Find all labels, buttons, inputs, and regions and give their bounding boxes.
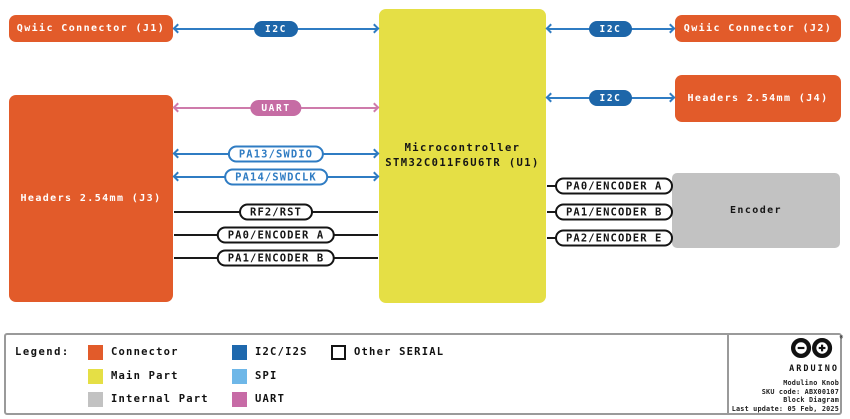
internal-part-color-swatch bbox=[88, 392, 103, 407]
legend-item-spi: SPI bbox=[232, 369, 278, 384]
bus-pill-i2c: I2C bbox=[588, 90, 633, 106]
connection-j3-encoder-a: PA0/ENCODER A bbox=[173, 225, 379, 245]
i2c-color-swatch bbox=[232, 345, 247, 360]
legend-item-label: Main Part bbox=[111, 370, 179, 382]
sku-code: SKU code: ABX00107 bbox=[761, 387, 839, 396]
bus-pill-uart: UART bbox=[250, 100, 302, 116]
connection-encoder-b: PA1/ENCODER B bbox=[546, 202, 674, 222]
block-encoder: Encoder bbox=[672, 173, 840, 248]
arduino-logo-icon: ® bbox=[788, 335, 843, 363]
legend-item-internal-part: Internal Part bbox=[88, 392, 209, 407]
legend-item-label: Other SERIAL bbox=[354, 346, 445, 358]
registered-trademark-icon: ® bbox=[839, 335, 843, 341]
signal-pill-pa0-encoder-a: PA0/ENCODER A bbox=[555, 177, 674, 195]
legend-title: Legend: bbox=[15, 346, 70, 358]
connection-j1-i2c: I2C bbox=[172, 19, 380, 39]
legend-item-i2c: I2C/I2S bbox=[232, 345, 308, 360]
arrow-right-icon bbox=[369, 102, 380, 113]
legend-divider bbox=[727, 333, 729, 415]
legend-item-label: SPI bbox=[255, 370, 278, 382]
bus-pill-i2c: I2C bbox=[254, 21, 298, 37]
legend-item-connector: Connector bbox=[88, 345, 179, 360]
signal-pill-pa0-encoder-a: PA0/ENCODER A bbox=[216, 226, 336, 244]
legend-item-other-serial: Other SERIAL bbox=[331, 345, 444, 360]
legend-item-main-part: Main Part bbox=[88, 369, 179, 384]
legend-item-label: UART bbox=[255, 393, 286, 405]
legend-item-label: I2C/I2S bbox=[255, 346, 308, 358]
signal-pill-pa1-encoder-b: PA1/ENCODER B bbox=[555, 203, 674, 221]
legend-panel bbox=[4, 333, 842, 415]
block-label-line2: STM32C011F6U6TR (U1) bbox=[385, 157, 540, 169]
block-label-line1: Microcontroller bbox=[404, 142, 521, 154]
connection-j3-uart: UART bbox=[172, 98, 380, 118]
block-microcontroller-u1: Microcontroller STM32C011F6U6TR (U1) bbox=[379, 9, 546, 303]
legend-item-label: Internal Part bbox=[111, 393, 209, 405]
connection-j3-swdclk: PA14/SWDCLK bbox=[172, 167, 380, 187]
block-label: Encoder bbox=[730, 205, 782, 216]
signal-pill-pa1-encoder-b: PA1/ENCODER B bbox=[216, 249, 336, 267]
arduino-wordmark: ARDUINO bbox=[789, 364, 839, 374]
arrow-right-icon bbox=[665, 23, 676, 34]
arrow-left-icon bbox=[545, 92, 556, 103]
main-part-color-swatch bbox=[88, 369, 103, 384]
connection-encoder-e: PA2/ENCODER E bbox=[546, 228, 674, 248]
connector-color-swatch bbox=[88, 345, 103, 360]
signal-pill-pa13-swdio: PA13/SWDIO bbox=[227, 145, 325, 163]
arrow-right-icon bbox=[369, 148, 380, 159]
connection-encoder-a: PA0/ENCODER A bbox=[546, 176, 674, 196]
doc-type: Block Diagram bbox=[783, 396, 839, 405]
arrow-right-icon bbox=[369, 171, 380, 182]
arrow-left-icon bbox=[172, 23, 183, 34]
block-headers-j4: Headers 2.54mm (J4) bbox=[675, 75, 841, 122]
arrow-left-icon bbox=[172, 171, 183, 182]
arrow-left-icon bbox=[545, 23, 556, 34]
arduino-infinity-icon bbox=[791, 337, 833, 359]
connection-j3-rst: RF2/RST bbox=[173, 202, 379, 222]
bus-pill-i2c: I2C bbox=[588, 21, 633, 37]
signal-pill-rf2-rst: RF2/RST bbox=[239, 203, 313, 221]
block-label: Qwiic Connector (J2) bbox=[683, 23, 833, 34]
block-qwiic-connector-j2: Qwiic Connector (J2) bbox=[675, 15, 841, 42]
other-serial-color-swatch bbox=[331, 345, 346, 360]
block-headers-j3: Headers 2.54mm (J3) bbox=[9, 95, 173, 302]
connection-j3-swdio: PA13/SWDIO bbox=[172, 144, 380, 164]
arrow-right-icon bbox=[665, 92, 676, 103]
legend-item-label: Connector bbox=[111, 346, 179, 358]
arrow-left-icon bbox=[172, 102, 183, 113]
signal-pill-pa2-encoder-e: PA2/ENCODER E bbox=[555, 229, 674, 247]
connection-j3-encoder-b: PA1/ENCODER B bbox=[173, 248, 379, 268]
connection-j2-i2c: I2C bbox=[545, 19, 676, 39]
connection-j4-i2c: I2C bbox=[545, 88, 676, 108]
block-qwiic-connector-j1: Qwiic Connector (J1) bbox=[9, 15, 173, 42]
spi-color-swatch bbox=[232, 369, 247, 384]
block-label: Headers 2.54mm (J4) bbox=[687, 93, 829, 104]
signal-pill-pa14-swdclk: PA14/SWDCLK bbox=[224, 168, 328, 186]
block-label: Headers 2.54mm (J3) bbox=[20, 193, 162, 204]
last-update: Last update: 05 Feb, 2025 bbox=[731, 404, 839, 413]
footer-brand-panel: ® ARDUINO Modulino Knob SKU code: ABX001… bbox=[731, 335, 843, 413]
product-name: Modulino Knob bbox=[783, 379, 839, 387]
arrow-left-icon bbox=[172, 148, 183, 159]
legend-item-uart: UART bbox=[232, 392, 285, 407]
block-label: Qwiic Connector (J1) bbox=[16, 23, 166, 34]
uart-color-swatch bbox=[232, 392, 247, 407]
arrow-right-icon bbox=[369, 23, 380, 34]
